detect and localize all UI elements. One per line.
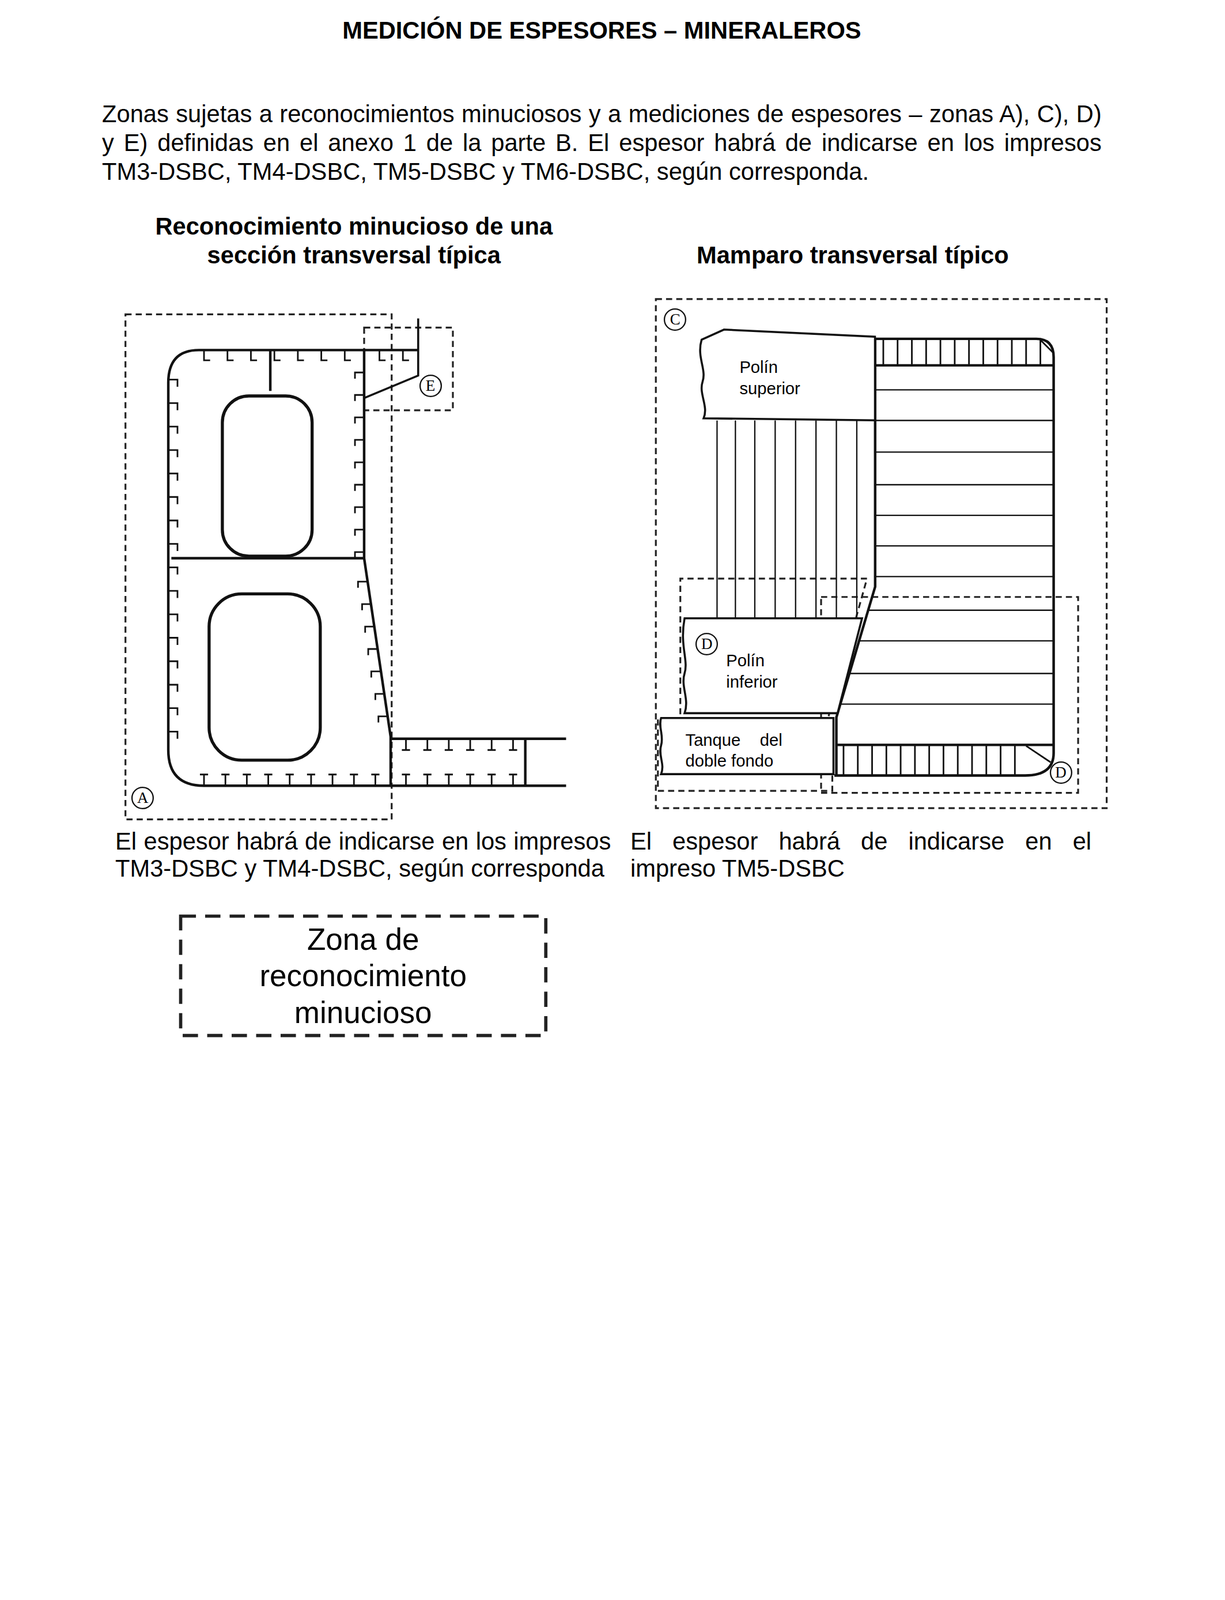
zone-marker: E [419,374,442,398]
hatch-coaming [364,318,419,398]
survey-zone [125,314,392,819]
node-label: Polín inferior [726,649,808,693]
node-label: Polín superior [739,356,831,400]
node-outline [680,617,865,714]
zone-marker: D [1049,761,1073,784]
web-opening [222,395,313,557]
survey-zone [655,299,1107,808]
dashed-frame [180,916,546,1036]
zone-marker: D [695,632,718,656]
structure-outline [700,329,875,421]
legend-box: Zona de reconocimiento minucioso [178,913,548,1038]
page-title: MEDICIÓN DE ESPESORES – MINERALEROS [101,16,1102,45]
double-bottom-tank: Tanque del doble fondo [658,716,835,775]
zone-letter: C [663,308,687,331]
zone-letter: A [131,786,154,809]
structure-outline [660,717,834,774]
node-label: Zona de reconocimiento minucioso [230,920,496,1031]
zone-marker: C [663,308,687,331]
figure-note: El espesor habrá de indicarse en el impr… [630,827,1092,883]
survey-zone [364,327,453,410]
lower-stool: Polín inferior D [680,617,865,714]
figure-heading: Mamparo transversal típico [623,240,1083,270]
intro-paragraph: Zonas sujetas a reconocimientos minucios… [101,99,1102,186]
structure-outline [682,618,862,714]
zone-letter: D [1049,761,1073,784]
figure-heading: Reconocimiento minucioso de una sección … [140,212,569,270]
figure-note: El espesor habrá de indicarse en los imp… [115,827,611,883]
node-outline [695,328,876,422]
zone-letter: E [419,374,442,398]
zone-letter: D [695,632,718,656]
hull-outline [168,349,566,786]
node-label: Tanque del doble fondo [685,730,783,771]
upper-stool: Polín superior [695,328,876,422]
zone-marker: A [131,786,154,809]
stiffener-ticks [168,349,517,786]
web-opening [209,593,321,761]
